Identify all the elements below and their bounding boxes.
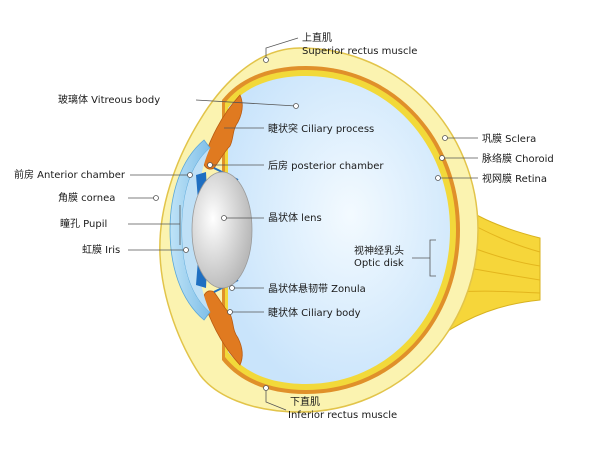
label-inferior-en: Inferior rectus muscle <box>288 410 397 421</box>
label-vitreous: 玻璃体 Vitreous body <box>58 93 160 106</box>
label-lens: 晶状体 lens <box>268 211 322 224</box>
label-choroid: 脉络膜 Choroid <box>482 152 554 165</box>
label-ciliary-process: 睫状突 Ciliary process <box>268 122 374 135</box>
label-superior-cn: 上直肌 <box>302 31 332 44</box>
label-anterior-chamber: 前房 Anterior chamber <box>14 168 126 181</box>
ciliary-process-upper <box>203 94 243 170</box>
label-pupil: 瞳孔 Pupil <box>60 217 107 230</box>
label-optic-cn: 视神经乳头 <box>354 244 404 257</box>
label-ciliary-body: 睫状体 Ciliary body <box>268 306 361 319</box>
label-sclera: 巩膜 Sclera <box>482 133 536 145</box>
label-inferior-cn: 下直肌 <box>290 395 320 408</box>
label-cornea: 角膜 cornea <box>58 192 115 204</box>
label-posterior-chamber: 后房 posterior chamber <box>268 159 384 172</box>
vitreous-body <box>228 76 450 384</box>
label-optic-en: Optic disk <box>354 258 404 269</box>
label-retina: 视网膜 Retina <box>482 172 547 185</box>
ciliary-body-lower <box>203 290 243 366</box>
lens <box>191 171 253 289</box>
label-superior-en: Superior rectus muscle <box>302 46 417 57</box>
label-zonula: 晶状体悬韧带 Zonula <box>268 282 366 295</box>
label-iris: 虹膜 Iris <box>82 244 120 256</box>
